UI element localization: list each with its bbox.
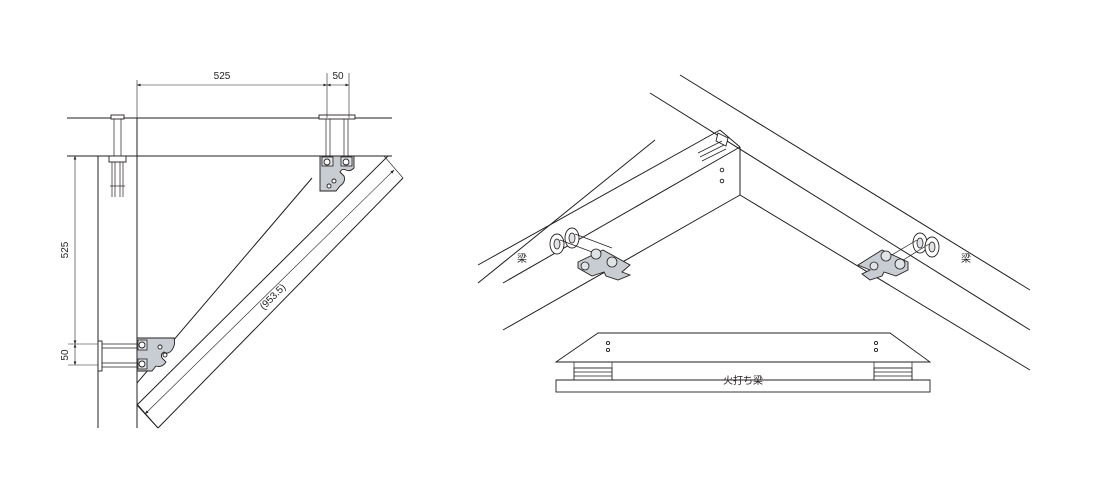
iso-right-bracket <box>857 232 940 281</box>
side-dimension: 525 50 <box>60 155 98 366</box>
dim-side-small: 50 <box>60 349 71 361</box>
top-beam <box>67 117 392 157</box>
plan-view: 525 50 525 50 (953.5) <box>60 71 404 429</box>
left-beam <box>477 129 741 331</box>
dim-top-small: 50 <box>332 71 344 82</box>
label-beam-left: 梁 <box>517 252 527 265</box>
left-bracket <box>97 337 176 372</box>
dim-side-span: 525 <box>60 241 71 258</box>
left-column-beam <box>97 118 138 428</box>
label-brace: 火打ち梁 <box>723 374 763 387</box>
dim-top-span: 525 <box>214 71 231 82</box>
dim-diagonal: (953.5) <box>258 282 288 312</box>
label-beam-right: 梁 <box>961 252 971 265</box>
brace-elevation: 火打ち梁 <box>554 332 932 393</box>
left-hook-bolt <box>108 114 127 197</box>
isometric-view: 梁 梁 <box>477 74 1031 371</box>
corner-block <box>697 129 741 195</box>
diagonal-dimension: (953.5) <box>137 155 404 429</box>
top-dimension: 525 50 <box>136 71 350 118</box>
right-beam <box>649 74 1031 371</box>
iso-left-bracket <box>549 227 632 281</box>
top-bracket <box>318 114 356 192</box>
